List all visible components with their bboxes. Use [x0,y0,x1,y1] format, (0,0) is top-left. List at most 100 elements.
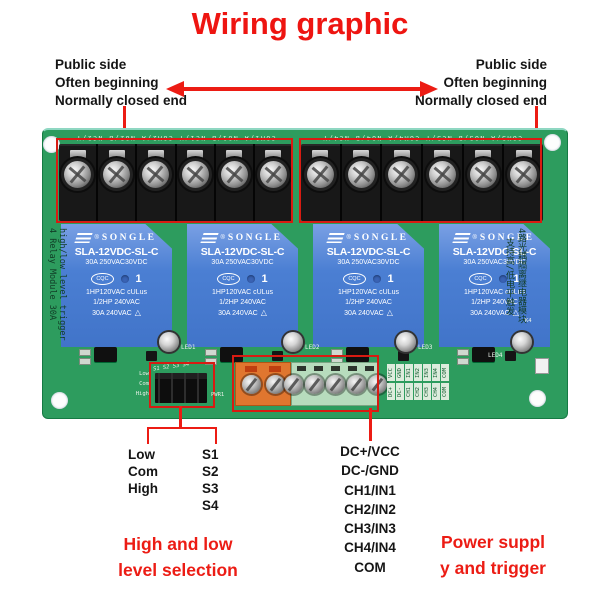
led-label: LED3 [418,344,433,351]
relay-spec: 30A 250VAC30VDC [211,259,274,266]
terminal-screw-icon [103,161,131,188]
screw-terminal [177,144,216,221]
terminal-screw-icon [283,374,303,394]
jumper-row-label-high: High [135,391,149,397]
terminal-screw-icon [259,161,287,188]
status-led [159,332,179,352]
status-led [283,332,303,352]
terminal-screw-icon [142,161,170,188]
terminal-clamp [515,150,532,158]
switch-labels: S1 S2 S3 S4 [202,446,219,514]
aux-connector [535,358,549,374]
leader-line-left [123,106,126,138]
relay-spec: 30A 240VAC [92,310,132,317]
label-high: High [128,481,158,496]
optocoupler-ic [472,347,495,362]
silk-grid-cell: IN2 [414,364,422,381]
optocoupler-ic [346,347,369,362]
mounting-hole [51,392,68,409]
side-text-right-2: 支持高/低电平触发 [504,238,514,316]
double-arrow-line [183,87,421,91]
annotation-line: Often beginning [55,75,159,90]
relay-spec: 1HP120VAC cULus [212,289,273,296]
terminal-screw-icon [181,161,209,188]
relay-model: SLA-12VDC-SL-C [452,246,537,258]
status-led [396,332,416,352]
cqc-mark: CQC [217,272,240,285]
terminal-clamp [393,150,410,158]
relay-vent-hole [372,274,381,283]
label-s3: S3 [202,481,219,496]
smd-resistor [205,349,217,356]
screw-terminal [255,144,292,221]
silk-grid-cell: DC- [396,383,404,400]
annotation-line: Normally closed end [55,93,188,108]
mounting-hole [529,390,546,407]
annotation-top-left: Public side Often beginning Normally clo… [55,56,187,110]
leader-line-right [535,106,538,138]
songle-logo-icon [200,232,220,243]
relay-vent-hole [120,274,129,283]
page-title: Wiring graphic [191,6,409,41]
transistor [398,351,409,361]
leader-line-power [369,408,372,441]
label-s2: S2 [202,464,219,479]
terminal-clamp [353,150,369,158]
relay-spec: 1/2HP 240VAC [219,299,266,306]
relay-k2: ®SONGLE SLA-12VDC-SL-C 30A 250VAC30VDC C… [187,224,298,347]
terminal-screw-icon [510,161,538,188]
annotation-line: Public side [55,57,127,72]
relay-k1: ®SONGLE SLA-12VDC-SL-C 30A 250VAC30VDC C… [61,224,172,347]
relay-spec: 1HP120VAC cULus [86,289,147,296]
relay-k4: ®SONGLE SLA-12VDC-SL-C 30A 250VAC30VDC C… [439,224,550,347]
terminal-screw-icon [346,374,366,394]
status-led [512,332,532,352]
terminal-screw-icon [220,161,248,188]
transistor [505,351,516,361]
silk-grid-cell: DC+ [387,383,395,400]
relay-spec: 30A 240VAC [470,310,510,317]
relay-form-number: 1 [513,272,520,285]
songle-logo-icon [326,232,346,243]
terminal-screw-icon [241,374,261,394]
pin-label: CH1/IN1 [344,482,396,498]
screw-terminal [98,144,138,221]
terminal-clamp [69,150,86,158]
screw-terminal [59,144,99,221]
relay-vent-hole [498,274,507,283]
relay-spec: 30A 240VAC [218,310,258,317]
terminal-clamp [187,150,204,158]
silk-grid-cell: CH3 [423,383,431,400]
silk-grid-cell: IN1 [405,364,413,381]
relay-spec: 1/2HP 240VAC [93,299,140,306]
pin-label: CH4/IN4 [344,540,396,556]
optocoupler-ic [94,347,117,362]
pwr-silk-label: PWR1 [211,392,225,398]
power-terminal-orange [235,362,291,406]
caption-level-selection: High and low level selection [118,534,238,580]
side-text-left-2: high/low level trigger [57,228,67,341]
terminal-block-left [59,144,292,221]
smd-resistor [79,349,91,356]
terminal-screw-icon [428,161,456,188]
terminal-clamp [265,150,282,158]
signal-terminal-green [283,362,387,406]
relay-spec: 30A 240VAC [344,310,384,317]
smd-resistor [457,358,469,365]
relay-k3: ®SONGLE SLA-12VDC-SL-C 30A 250VAC30VDC C… [313,224,424,347]
terminal-screw-icon [469,161,497,188]
label-low: Low [128,447,155,462]
triangle-mark-icon: △ [386,308,393,317]
registered-mark: ® [94,234,99,241]
jumper-header-block [155,373,207,403]
side-text-right-1: 4路光耦隔离继电器模块 [516,228,526,324]
jumper-level-labels: Low Com High [128,446,158,497]
screw-terminal [423,144,464,221]
songle-logo-icon [452,232,472,243]
screw-terminal [464,144,505,221]
mounting-hole [43,136,60,153]
led-label: LED1 [181,344,196,351]
relay-spec: 1HP120VAC cULus [338,289,399,296]
triangle-mark-icon: △ [512,308,519,317]
silk-grid-cell: IN3 [423,364,431,381]
